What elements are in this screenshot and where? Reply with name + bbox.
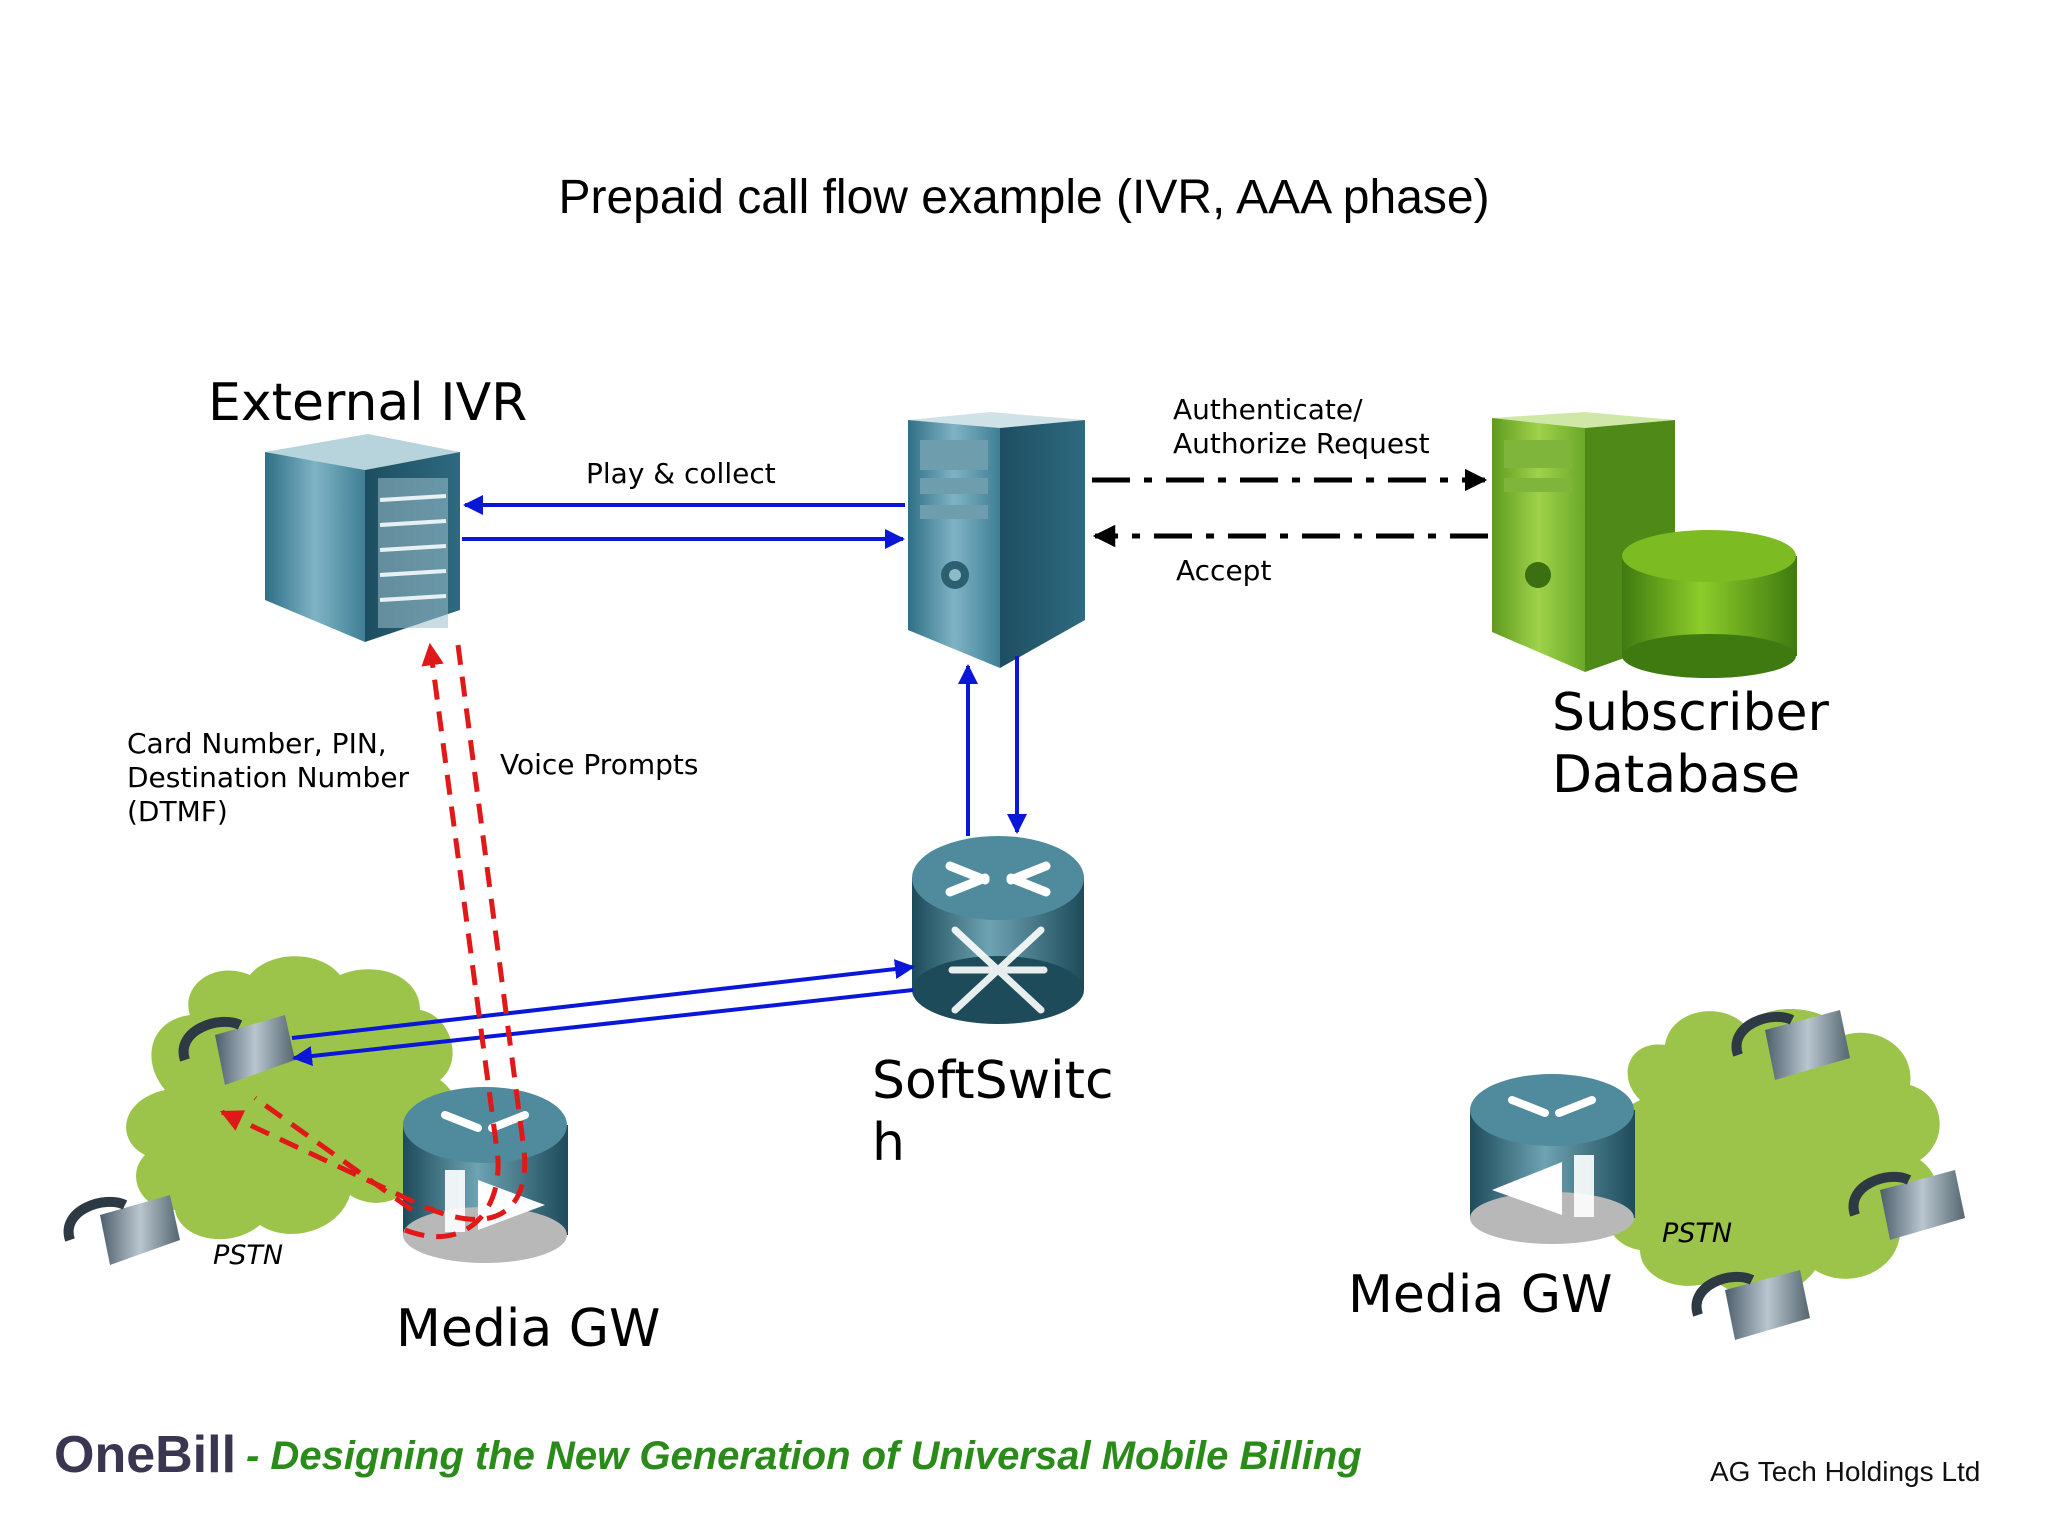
- external-ivr-server-icon: [265, 434, 460, 642]
- media-gw-right-label: Media GW: [1348, 1265, 1613, 1325]
- telephone-icon: [1731, 1010, 1850, 1080]
- flow-phone-to-softswitch: [291, 959, 915, 1040]
- card-number-label-line2: Destination Number: [127, 761, 410, 794]
- telephone-icon: [1691, 1270, 1810, 1340]
- telephone-icon: [1848, 1170, 1965, 1240]
- flow-dtmf-to-ivr: [404, 642, 501, 1239]
- play-collect-label: Play & collect: [586, 457, 776, 490]
- external-ivr-label: External IVR: [208, 373, 528, 433]
- telephone-icon: [178, 1015, 295, 1085]
- subscriber-database-icon: [1492, 412, 1797, 678]
- media-gw-left-icon: [403, 1087, 568, 1263]
- accept-label: Accept: [1176, 554, 1272, 587]
- media-gw-left-label: Media GW: [396, 1299, 661, 1359]
- footer-company: AG Tech Holdings Ltd: [1710, 1456, 1981, 1487]
- voice-prompts-label: Voice Prompts: [500, 748, 699, 781]
- page-title: Prepaid call flow example (IVR, AAA phas…: [558, 171, 1490, 224]
- telephone-icon: [63, 1195, 180, 1265]
- flow-softswitch-to-phone: [292, 988, 914, 1066]
- card-number-label-line1: Card Number, PIN,: [127, 727, 387, 760]
- footer-brand: OneBill: [54, 1426, 237, 1484]
- central-server-icon: [908, 412, 1085, 668]
- softswitch-icon: [912, 836, 1084, 1024]
- pstn-cloud-right: [1602, 1008, 1940, 1297]
- pstn-left-label: PSTN: [213, 1240, 284, 1271]
- footer-tagline: - Designing the New Generation of Univer…: [246, 1434, 1362, 1478]
- auth-request-label-line2: Authorize Request: [1173, 427, 1430, 460]
- card-number-label-line3: (DTMF): [127, 795, 228, 828]
- subscriber-db-label-line2: Database: [1552, 745, 1801, 805]
- softswitch-label-line2: h: [872, 1113, 905, 1173]
- subscriber-db-label-line1: Subscriber: [1552, 683, 1829, 743]
- softswitch-label-line1: SoftSwitc: [872, 1051, 1114, 1111]
- auth-request-label-line1: Authenticate/: [1173, 393, 1363, 426]
- pstn-right-label: PSTN: [1662, 1218, 1733, 1249]
- flow-dtmf-from-phone: [253, 1095, 414, 1213]
- media-gw-right-icon: [1470, 1074, 1635, 1244]
- flow-voice-prompts: [219, 644, 528, 1222]
